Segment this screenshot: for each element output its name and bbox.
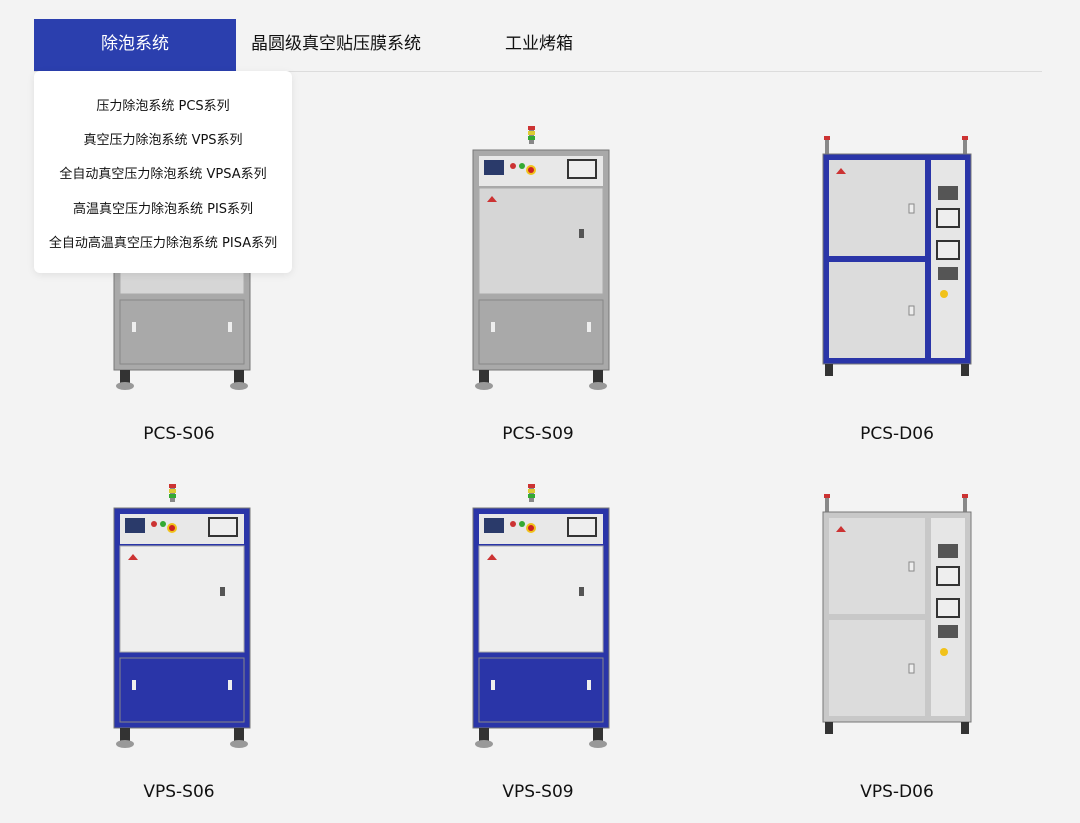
product-image [792,124,1002,414]
product-card-pcs-d06[interactable]: PCS-D06 [772,124,1022,464]
tab-defoaming-system[interactable]: 除泡系统 [34,19,236,71]
dropdown-item-vps[interactable]: 真空压力除泡系统 VPS系列 [83,133,243,148]
product-name: VPS-S06 [143,782,215,802]
product-image [74,482,284,772]
product-card-vps-d06[interactable]: VPS-D06 [772,482,1022,822]
product-card-vps-s09[interactable]: VPS-S09 [413,482,663,822]
dropdown-item-vpsa[interactable]: 全自动真空压力除泡系统 VPSA系列 [59,167,267,182]
dropdown-item-pisa[interactable]: 全自动高温真空压力除泡系统 PISA系列 [48,236,278,251]
product-image [433,124,643,414]
dropdown-item-pcs[interactable]: 压力除泡系统 PCS系列 [96,99,230,114]
product-name: PCS-D06 [860,424,934,444]
product-name: PCS-S06 [143,424,215,444]
product-card-vps-s06[interactable]: VPS-S06 [54,482,304,822]
defoaming-series-dropdown: 压力除泡系统 PCS系列 真空压力除泡系统 VPS系列 全自动真空压力除泡系统 … [34,71,292,273]
product-image [433,482,643,772]
product-image [792,482,1002,772]
tab-industrial-oven[interactable]: 工业烤箱 [505,34,573,54]
product-name: VPS-D06 [860,782,934,802]
dropdown-item-pis[interactable]: 高温真空压力除泡系统 PIS系列 [72,202,254,217]
product-card-pcs-s09[interactable]: PCS-S09 [413,124,663,464]
product-name: PCS-S09 [502,424,574,444]
tab-wafer-vacuum-laminating[interactable]: 晶圆级真空贴压膜系统 [251,34,421,54]
product-name: VPS-S09 [502,782,574,802]
category-tabs: 除泡系统 晶圆级真空贴压膜系统 工业烤箱 [34,19,1042,72]
